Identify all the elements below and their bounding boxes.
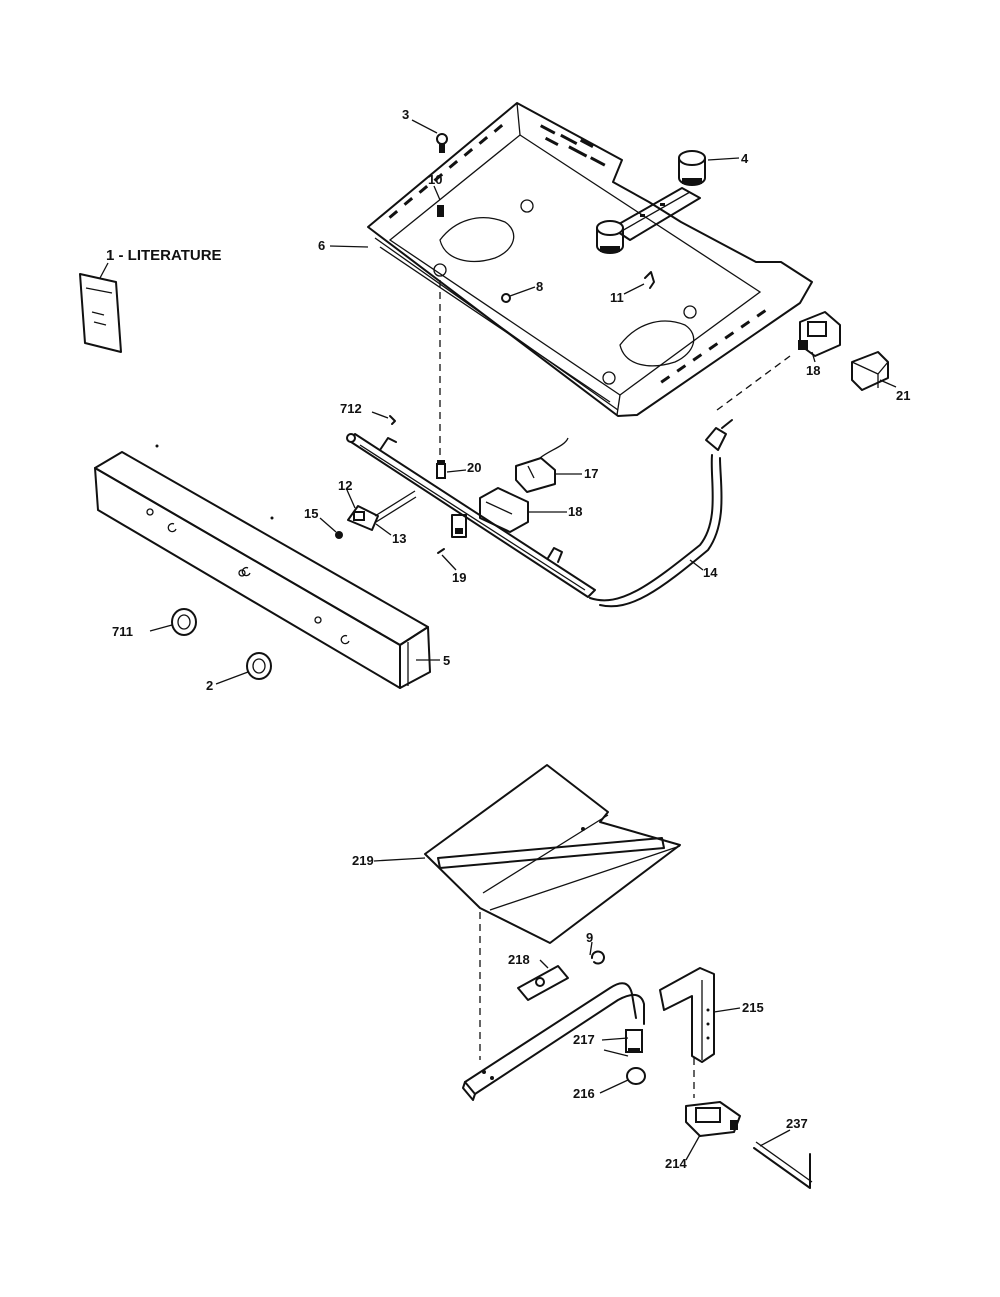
label-711: 711 [112, 624, 133, 639]
switch-part-18 [798, 311, 841, 357]
literature-booklet [79, 273, 122, 353]
screw-part-19 [437, 548, 445, 554]
label-712: 712 [340, 401, 362, 416]
nut-part-216 [626, 1067, 646, 1085]
knob-part-2 [246, 652, 272, 680]
bracket-part-218 [517, 965, 569, 1001]
literature-leader [99, 262, 109, 279]
label-5: 5 [443, 653, 450, 668]
bracket-part-215 [659, 967, 715, 1063]
label-215: 215 [742, 1000, 764, 1015]
label-14: 14 [703, 565, 718, 580]
valve-bracket-assembly [596, 150, 706, 254]
plate-part-16 [479, 487, 529, 533]
spud-part-20 [436, 460, 446, 479]
bracket-part-9 [451, 514, 467, 538]
label-16: 18 [568, 504, 582, 519]
burner-box [367, 102, 813, 417]
label-219: 219 [352, 853, 374, 868]
label-17: 17 [584, 466, 598, 481]
gas-tube-part-14 [589, 419, 733, 608]
oven-burner-tube [462, 982, 645, 1101]
label-8: 8 [536, 279, 543, 294]
label-217: 217 [573, 1032, 595, 1047]
valve-part-17 [515, 437, 569, 493]
screw-part-3 [436, 133, 448, 153]
alignment-line [716, 355, 791, 411]
label-21: 21 [896, 388, 910, 403]
label-28: 9 [586, 930, 593, 945]
label-218: 218 [508, 952, 530, 967]
label-216: 216 [573, 1086, 595, 1101]
orifice-part-217 [625, 1029, 643, 1053]
switch-part-21 [851, 351, 889, 391]
label-3: 3 [402, 107, 409, 122]
label-10: 10 [428, 172, 442, 187]
knob-part-711 [171, 608, 197, 636]
label-12: 12 [338, 478, 352, 493]
label-18-switch: 18 [806, 363, 820, 378]
literature-label: 1 - LITERATURE [106, 247, 222, 264]
label-6: 6 [318, 238, 325, 253]
ignitor-part-214 [685, 1101, 741, 1137]
label-237: 237 [786, 1116, 808, 1131]
label-11: 11 [610, 290, 624, 305]
label-15: 15 [304, 506, 318, 521]
label-20: 20 [467, 460, 481, 475]
manifold-pipe [346, 433, 596, 598]
label-13: 13 [392, 531, 406, 546]
leader-lines [149, 119, 897, 1161]
fastener-part-15 [335, 531, 343, 539]
clip-part-28 [591, 950, 605, 965]
screw-part-10 [437, 205, 444, 217]
label-19: 19 [452, 570, 466, 585]
label-2: 2 [206, 678, 213, 693]
label-214: 214 [665, 1156, 687, 1171]
baffle-part-219 [424, 764, 681, 944]
orifice-assembly [347, 490, 417, 531]
part-labels: 3 4 10 6 8 11 18 21 712 20 17 18 12 15 1… [112, 107, 910, 1171]
screw-part-712 [389, 415, 396, 425]
label-4: 4 [741, 151, 749, 166]
rod-part-237 [753, 1141, 813, 1189]
control-panel-part-5 [94, 444, 431, 689]
